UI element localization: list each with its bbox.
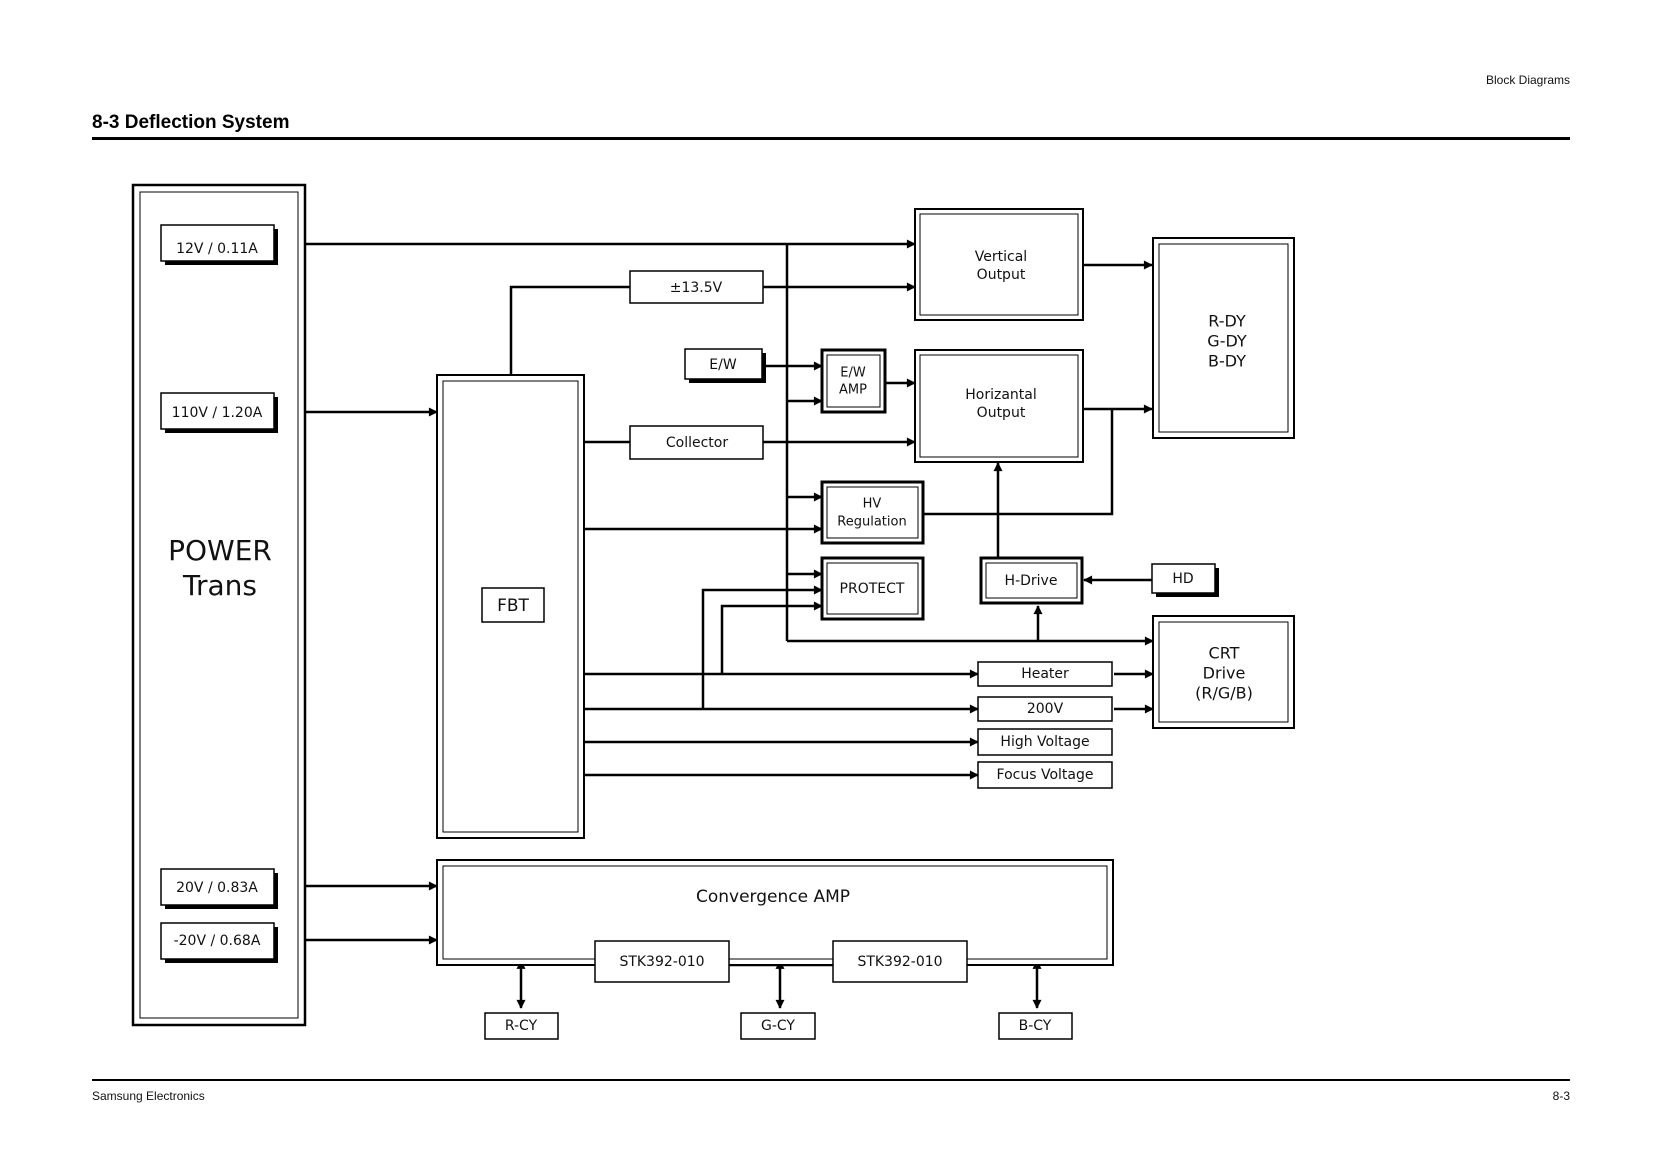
title-rule bbox=[92, 137, 1570, 140]
h-drive-label: H-Drive bbox=[1005, 573, 1058, 589]
vertical-output-block: Vertical Output bbox=[914, 208, 1084, 321]
200v-box: 200V bbox=[977, 696, 1113, 722]
wire-hvreg-dy bbox=[923, 409, 1114, 516]
vertical-output-label-1: Vertical bbox=[975, 249, 1027, 265]
200v-label: 200V bbox=[1027, 701, 1064, 717]
fbt-block: FBT bbox=[436, 374, 585, 839]
high-voltage-box: High Voltage bbox=[977, 728, 1113, 756]
dy-label-1: R-DY bbox=[1208, 312, 1246, 331]
supply-20v: 20V / 0.83A bbox=[160, 868, 278, 909]
protect-label: PROTECT bbox=[840, 581, 905, 597]
horizontal-output-label-2: Output bbox=[977, 405, 1026, 421]
hd-label: HD bbox=[1172, 571, 1193, 587]
pm135-box: ±13.5V bbox=[629, 270, 764, 304]
ew-amp-label-2: AMP bbox=[839, 383, 867, 398]
hd-box: HD bbox=[1151, 563, 1219, 597]
bcy-label: B-CY bbox=[1019, 1018, 1052, 1034]
hv-regulation-block: HV Regulation bbox=[820, 480, 925, 545]
power-trans-label-2: Trans bbox=[182, 569, 257, 602]
footer-page-number: 8-3 bbox=[1552, 1089, 1570, 1103]
high-voltage-label: High Voltage bbox=[1000, 734, 1089, 750]
heater-label: Heater bbox=[1021, 666, 1069, 682]
crt-drive-label-1: CRT bbox=[1209, 644, 1240, 663]
focus-voltage-label: Focus Voltage bbox=[997, 767, 1094, 783]
supply-12v-label: 12V / 0.11A bbox=[176, 241, 258, 257]
pm135-label: ±13.5V bbox=[670, 280, 723, 296]
stk2-label: STK392-010 bbox=[857, 954, 942, 970]
crt-drive-label-2: Drive bbox=[1203, 664, 1246, 683]
section-header: Block Diagrams bbox=[1485, 73, 1570, 87]
stk1-box: STK392-010 bbox=[594, 940, 730, 983]
bcy-box: B-CY bbox=[998, 1012, 1073, 1040]
fbt-label: FBT bbox=[497, 596, 529, 616]
gcy-label: G-CY bbox=[761, 1018, 795, 1034]
wire-200v-protect bbox=[701, 585, 823, 709]
supply-110v: 110V / 1.20A bbox=[160, 392, 278, 433]
horizontal-output-label-1: Horizantal bbox=[965, 387, 1037, 403]
convergence-amp-block: Convergence AMP bbox=[436, 859, 1114, 966]
wire-fbt-pm135 bbox=[509, 285, 630, 375]
gcy-box: G-CY bbox=[740, 1012, 816, 1040]
ew-amp-block: E/W AMP bbox=[820, 348, 887, 414]
supply-12v: 12V / 0.11A bbox=[160, 224, 278, 265]
protect-block: PROTECT bbox=[820, 556, 925, 621]
collector-box: Collector bbox=[629, 425, 764, 460]
wire-heater-protect bbox=[720, 601, 823, 674]
crt-drive-block: CRT Drive (R/G/B) bbox=[1152, 615, 1295, 729]
focus-voltage-box: Focus Voltage bbox=[977, 761, 1113, 789]
hv-regulation-label-1: HV bbox=[863, 497, 882, 512]
supply-neg20v-label: -20V / 0.68A bbox=[174, 933, 261, 949]
collector-label: Collector bbox=[666, 435, 728, 451]
convergence-amp-label: Convergence AMP bbox=[696, 887, 850, 907]
heater-box: Heater bbox=[977, 661, 1113, 687]
supply-neg20v: -20V / 0.68A bbox=[160, 922, 278, 963]
supply-20v-label: 20V / 0.83A bbox=[176, 880, 258, 896]
supply-110v-label: 110V / 1.20A bbox=[172, 405, 263, 421]
horizontal-output-block: Horizantal Output bbox=[914, 349, 1084, 463]
dy-label-2: G-DY bbox=[1207, 332, 1247, 351]
h-drive-block: H-Drive bbox=[979, 556, 1084, 605]
dy-block: R-DY G-DY B-DY bbox=[1152, 237, 1295, 439]
connectors bbox=[306, 239, 1154, 1009]
footer-company: Samsung Electronics bbox=[92, 1089, 205, 1103]
ew-label: E/W bbox=[709, 357, 737, 373]
dy-label-3: B-DY bbox=[1208, 352, 1246, 371]
rcy-label: R-CY bbox=[505, 1018, 538, 1034]
crt-drive-label-3: (R/G/B) bbox=[1195, 684, 1253, 703]
hv-regulation-label-2: Regulation bbox=[837, 515, 906, 530]
vertical-output-label-2: Output bbox=[977, 267, 1026, 283]
footer-rule bbox=[92, 1079, 1570, 1081]
power-trans-label-1: POWER bbox=[168, 534, 272, 567]
stk1-label: STK392-010 bbox=[619, 954, 704, 970]
stk2-box: STK392-010 bbox=[832, 940, 968, 983]
ew-amp-label-1: E/W bbox=[840, 366, 866, 381]
ew-box: E/W bbox=[684, 348, 766, 383]
page-title: 8-3 Deflection System bbox=[92, 112, 290, 133]
rcy-box: R-CY bbox=[484, 1012, 559, 1040]
